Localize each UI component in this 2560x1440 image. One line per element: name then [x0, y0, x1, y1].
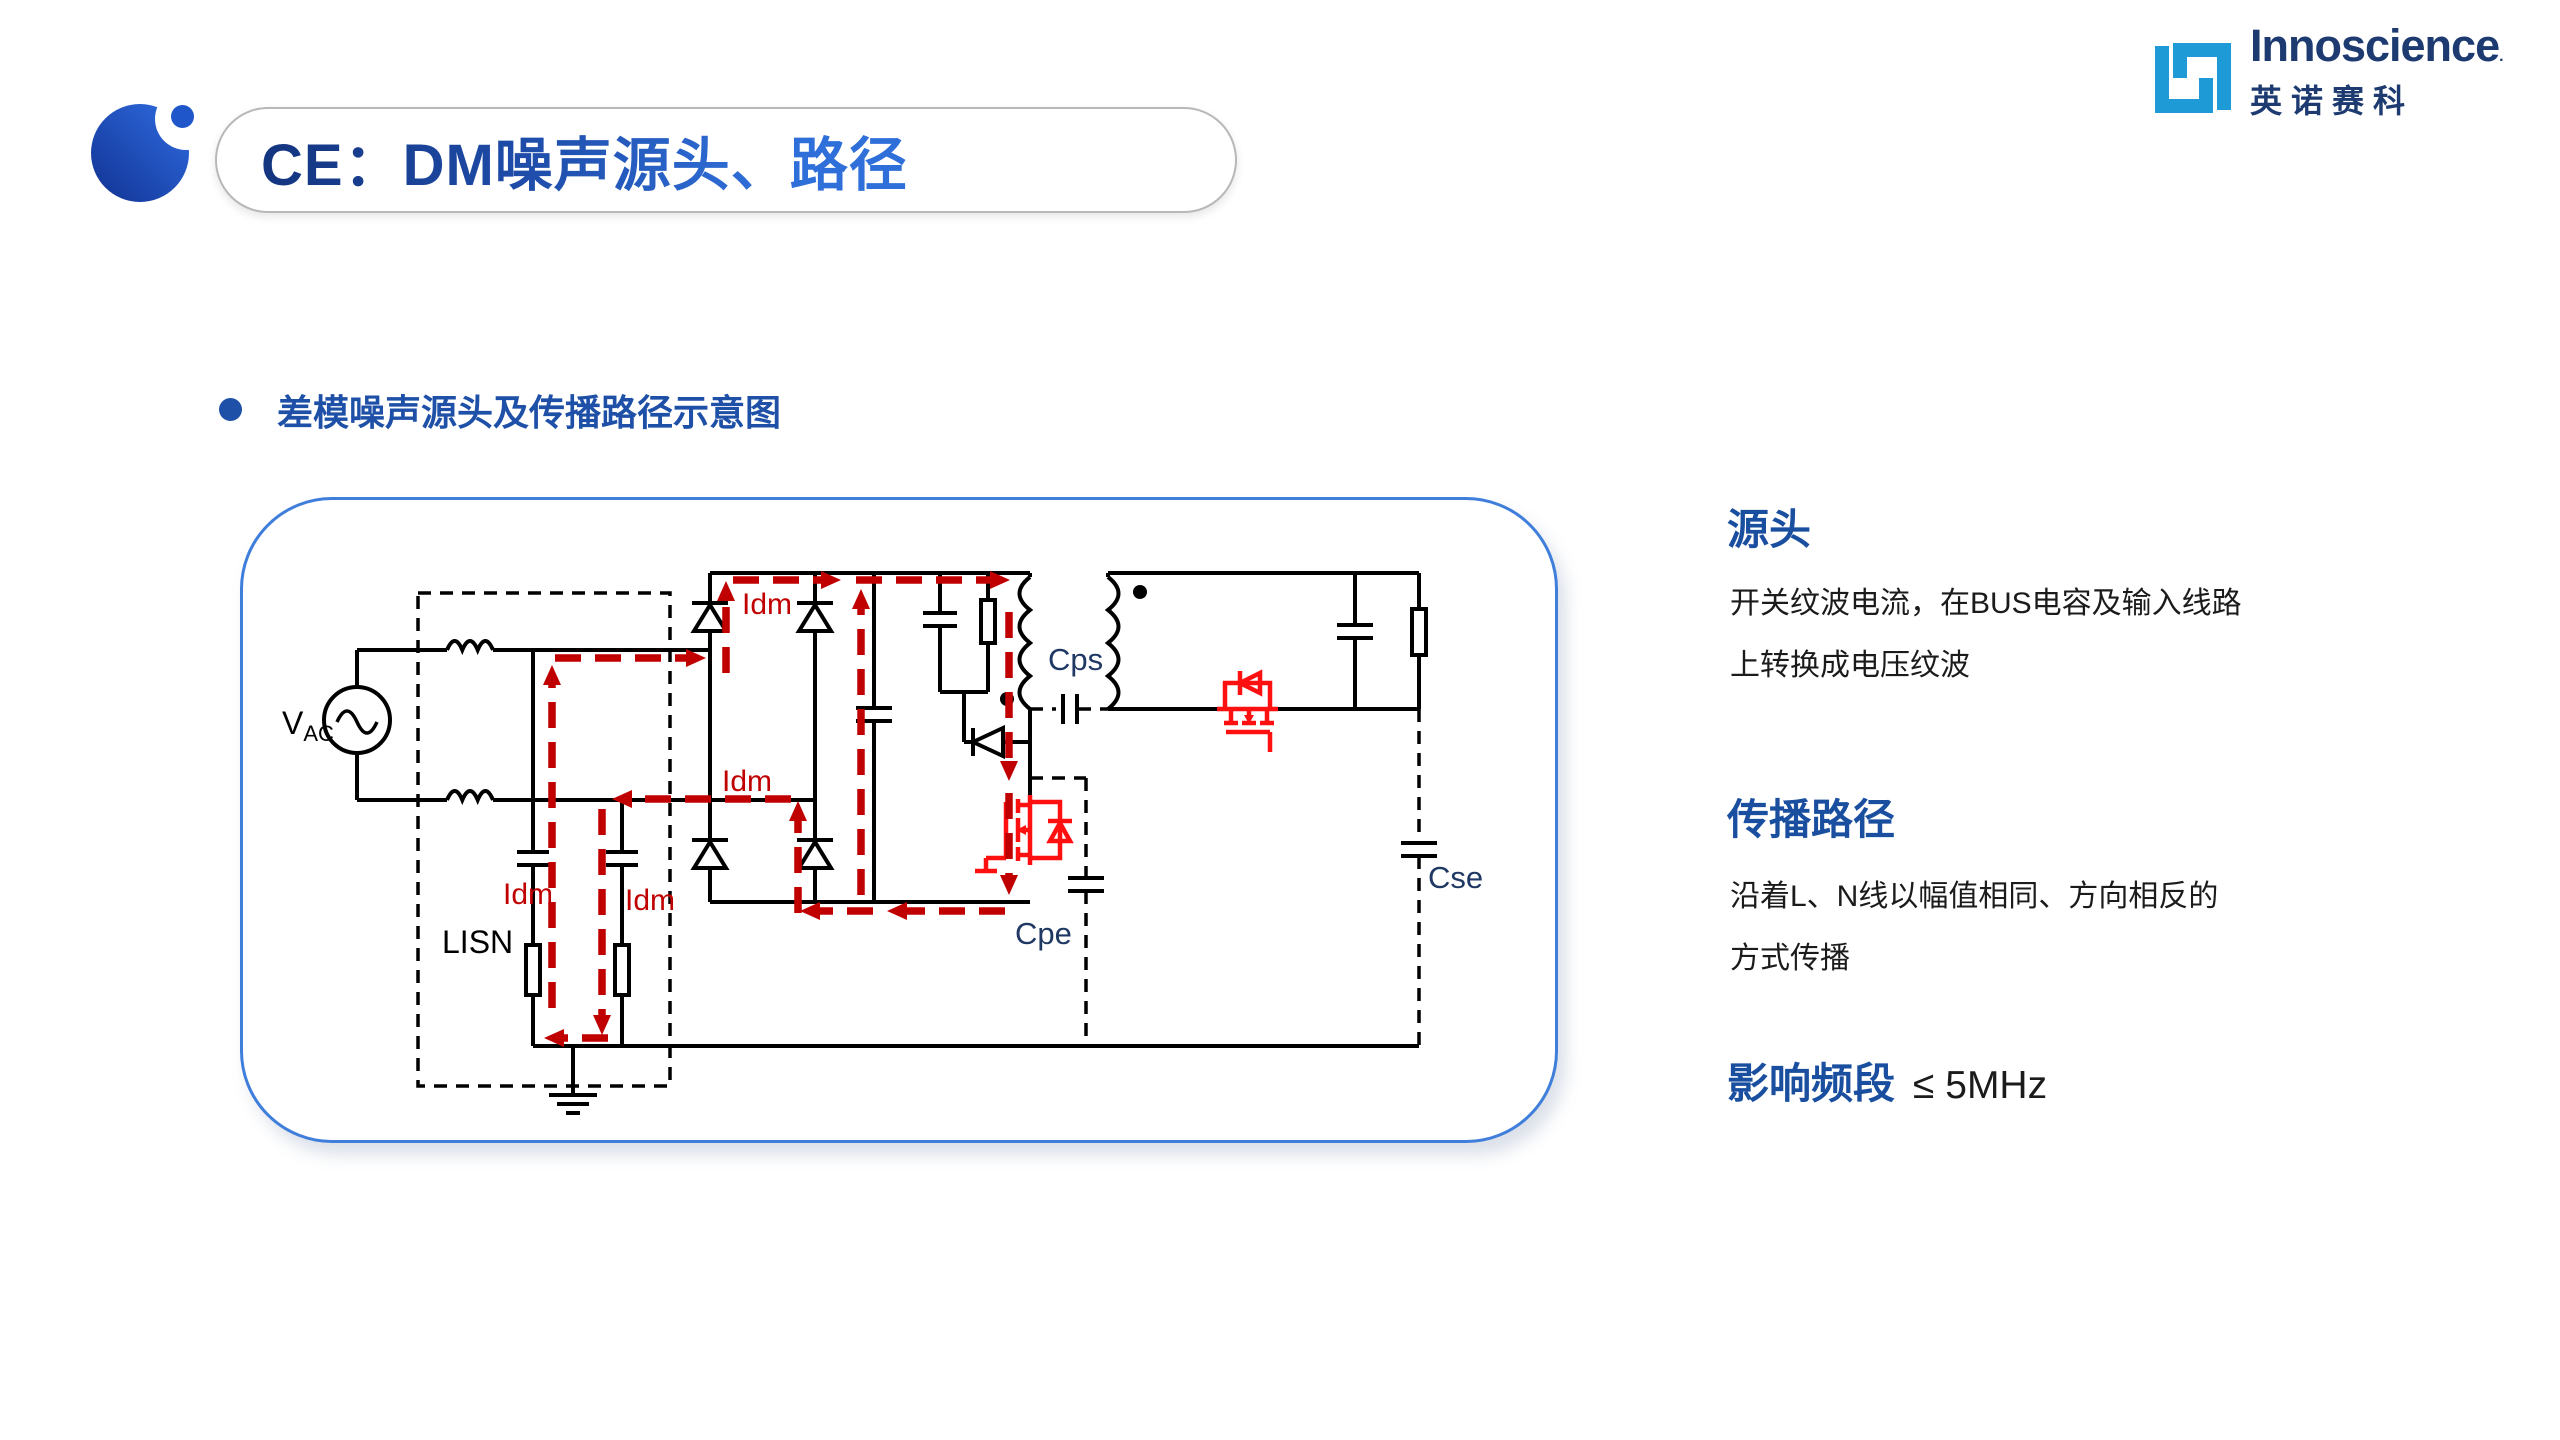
lisn-cap-n-icon: [606, 850, 638, 867]
brand-name: Innoscience: [2250, 20, 2500, 71]
inductor-n-icon: [445, 789, 495, 806]
circuit-diagram-frame: [240, 497, 1558, 1143]
load-resistor-icon: [1410, 607, 1428, 657]
source-body: 开关纹波电流，在BUS电容及输入线路 上转换成电压纹波: [1730, 573, 2242, 697]
lisn-network: LISN: [416, 591, 672, 1088]
brand-reg-mark: .: [2499, 48, 2504, 65]
brand-name-cn: 英诺赛科: [2250, 83, 2415, 119]
vac-label: V: [282, 705, 304, 741]
cse-cap-icon: [1401, 841, 1437, 858]
section-caption: 差模噪声源头及传播路径示意图: [277, 392, 782, 433]
transformer: Cps: [1000, 573, 1147, 795]
source-body-line1: 开关纹波电流，在BUS电容及输入线路: [1730, 587, 2242, 620]
inductor-l-icon: [445, 639, 495, 656]
secondary-dot: [1133, 585, 1147, 599]
output-cap-icon: [1337, 623, 1373, 640]
parasitic-cse: Cse: [1401, 709, 1483, 1046]
idm-label-lisn-n: Idm: [625, 884, 675, 917]
snubber-cap-icon: [923, 611, 957, 628]
source-body-line2: 上转换成电压纹波: [1730, 649, 1970, 682]
secondary-winding-icon: [1104, 575, 1121, 711]
lisn-box: [416, 591, 672, 1088]
cpe-cap-icon: [1068, 876, 1104, 893]
title-pill: CE：DM噪声源头、路径: [215, 107, 1237, 213]
ground-rail: [533, 1044, 1419, 1115]
idm-label-lisn-l: Idm: [503, 878, 553, 911]
page-title: CE：DM噪声源头、路径: [261, 118, 908, 202]
cps-cap-icon: [1061, 694, 1079, 724]
bridge-rectifier: [690, 571, 1030, 904]
snubber-diode-icon: [968, 724, 1005, 760]
primary-mosfet-icon: [975, 795, 1074, 874]
lisn-resistor-l-icon: [524, 943, 542, 997]
bullet-icon: [219, 398, 242, 421]
vac-label-sub: AC: [303, 721, 334, 746]
source-heading: 源头: [1727, 506, 1812, 553]
innoscience-logo-icon: [2155, 43, 2231, 113]
brand-logo: Innoscience. 英诺赛科: [2150, 20, 2504, 121]
idm-label-top: Idm: [742, 588, 792, 621]
idm-label-nline: Idm: [722, 765, 772, 798]
dm-noise-circuit-diagram: VAC LISN: [282, 571, 1483, 1115]
path-body-line1: 沿着L、N线以幅值相同、方向相反的: [1730, 880, 2219, 913]
cpe-label: Cpe: [1015, 916, 1072, 951]
band-value: ≤ 5MHz: [1913, 1064, 2048, 1107]
band-heading: 影响频段: [1727, 1060, 1896, 1107]
diode-icon: [690, 838, 730, 870]
line-l-wire: [357, 639, 710, 656]
rcd-snubber: [923, 573, 1030, 760]
bus-capacitor: [856, 573, 892, 902]
diode-icon: [795, 601, 835, 633]
primary-winding-icon: [1017, 575, 1034, 711]
path-body-line2: 方式传播: [1730, 942, 1850, 975]
earth-ground-icon: [549, 1046, 597, 1115]
snubber-resistor-icon: [979, 598, 997, 645]
sync-rect-mosfet-icon: [1217, 669, 1278, 752]
parasitic-cpe: Cpe: [1015, 776, 1104, 1046]
path-heading: 传播路径: [1727, 796, 1896, 843]
diode-icon: [795, 838, 835, 870]
svg-text:VAC: VAC: [282, 705, 334, 746]
cps-label: Cps: [1048, 642, 1103, 677]
diode-icon: [690, 601, 730, 633]
lisn-label: LISN: [442, 924, 513, 960]
vac-source: VAC: [282, 650, 392, 800]
path-body: 沿着L、N线以幅值相同、方向相反的 方式传播: [1730, 866, 2218, 990]
lisn-cap-l-icon: [517, 850, 549, 867]
band-row: 影响频段 ≤ 5MHz: [1727, 1050, 2047, 1111]
dm-noise-path-arrows: Idm Idm Idm Idm: [503, 571, 1018, 1047]
secondary-output: [1108, 571, 1428, 711]
deco-circle-dot: [171, 105, 194, 128]
lisn-resistor-n-icon: [613, 943, 631, 997]
cse-label: Cse: [1428, 860, 1483, 895]
